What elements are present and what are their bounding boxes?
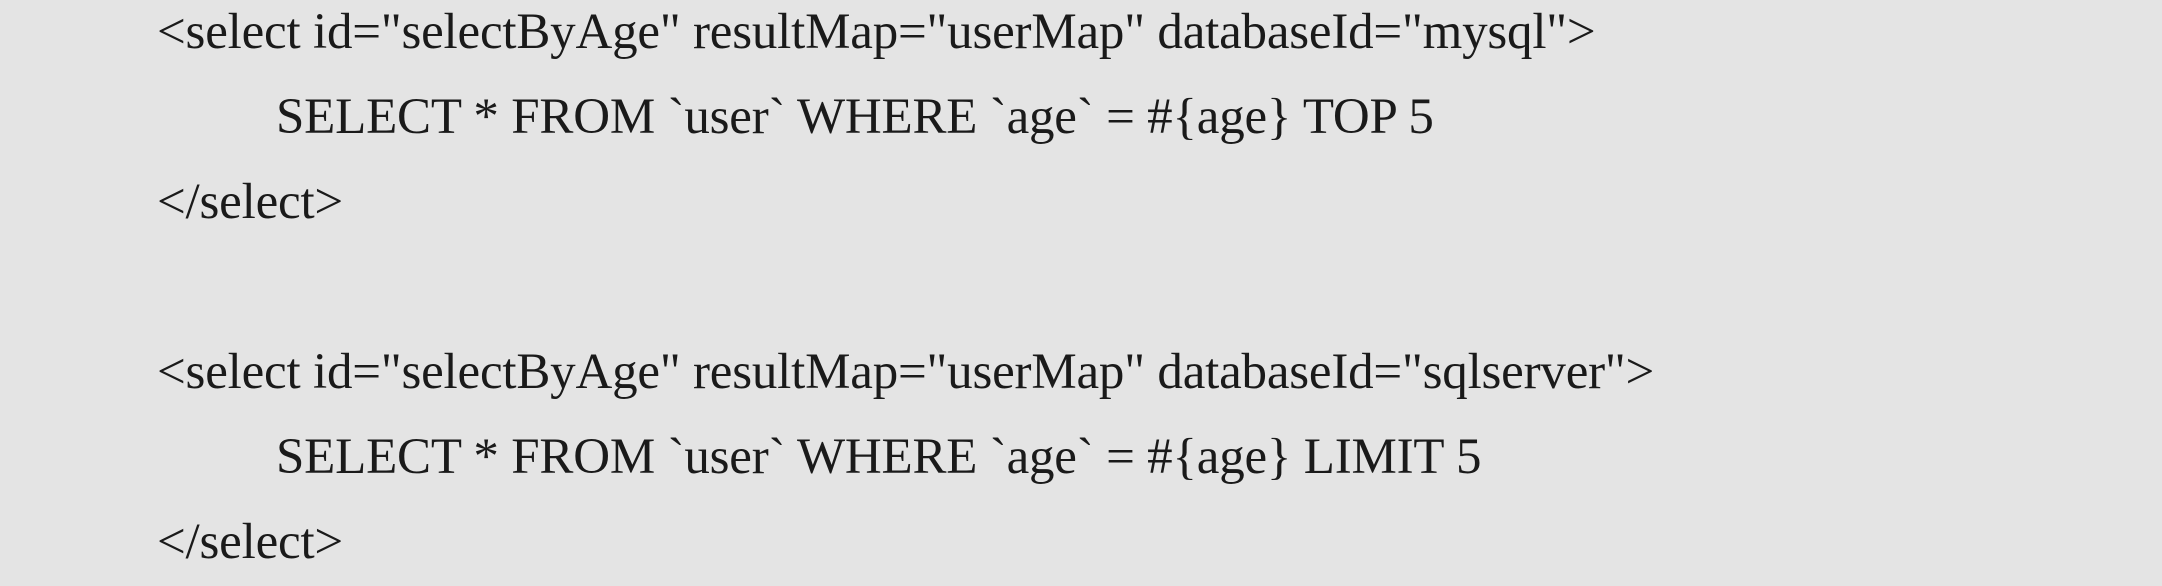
code-line-select-mysql-open: <select id="selectByAge" resultMap="user… [157, 4, 1596, 60]
code-line-select-mysql-close: </select> [157, 174, 343, 230]
code-line-select-sqlserver-close: </select> [157, 514, 343, 570]
code-line-query-limit: SELECT * FROM `user` WHERE `age` = #{age… [276, 429, 1482, 485]
code-line-select-sqlserver-open: <select id="selectByAge" resultMap="user… [157, 344, 1655, 400]
code-line-query-top: SELECT * FROM `user` WHERE `age` = #{age… [276, 89, 1434, 145]
